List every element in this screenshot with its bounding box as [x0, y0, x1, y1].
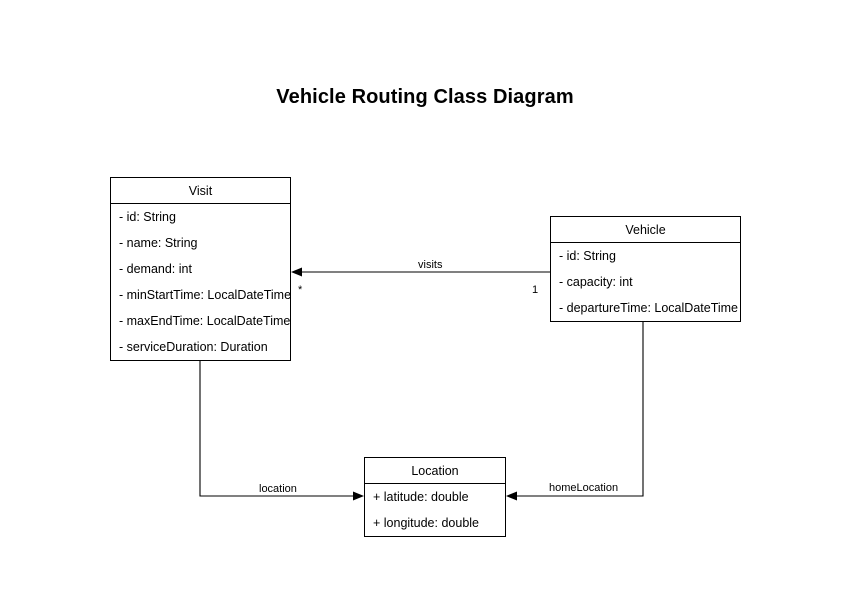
- attribute-row: - capacity: int: [559, 275, 633, 289]
- class-name-location: Location: [365, 458, 505, 484]
- attribute-row: - demand: int: [119, 262, 192, 276]
- edge-label-location: location: [256, 483, 300, 495]
- attribute-row: - maxEndTime: LocalDateTime: [119, 314, 291, 328]
- class-box-location[interactable]: Location + latitude: double + longitude:…: [364, 457, 506, 537]
- multiplicity-visit-end: *: [298, 284, 303, 296]
- attribute-row: - departureTime: LocalDateTime: [559, 301, 739, 315]
- class-box-vehicle[interactable]: Vehicle - id: String - capacity: int - d…: [550, 216, 741, 322]
- attribute-row: - name: String: [119, 236, 198, 250]
- multiplicity-vehicle-end: 1: [532, 284, 539, 296]
- attribute-row: - id: String: [559, 249, 616, 263]
- attribute-row: - id: String: [119, 210, 176, 224]
- class-name-visit: Visit: [111, 178, 290, 204]
- class-name-vehicle: Vehicle: [551, 217, 740, 243]
- class-attributes-vehicle: - id: String - capacity: int - departure…: [551, 243, 740, 321]
- attribute-row: - serviceDuration: Duration: [119, 340, 268, 354]
- class-box-visit[interactable]: Visit - id: String - name: String - dema…: [110, 177, 291, 361]
- edge-location: [199, 360, 364, 501]
- attribute-row: + latitude: double: [373, 490, 469, 504]
- edge-home-location: [506, 321, 644, 501]
- page-title: Vehicle Routing Class Diagram: [276, 86, 574, 108]
- attribute-row: - minStartTime: LocalDateTime: [119, 288, 292, 302]
- edge-label-visits: visits: [415, 259, 446, 271]
- edge-label-home-location: homeLocation: [546, 482, 622, 494]
- attribute-row: + longitude: double: [373, 516, 479, 530]
- class-attributes-visit: - id: String - name: String - demand: in…: [111, 204, 292, 360]
- class-attributes-location: + latitude: double + longitude: double: [365, 484, 505, 536]
